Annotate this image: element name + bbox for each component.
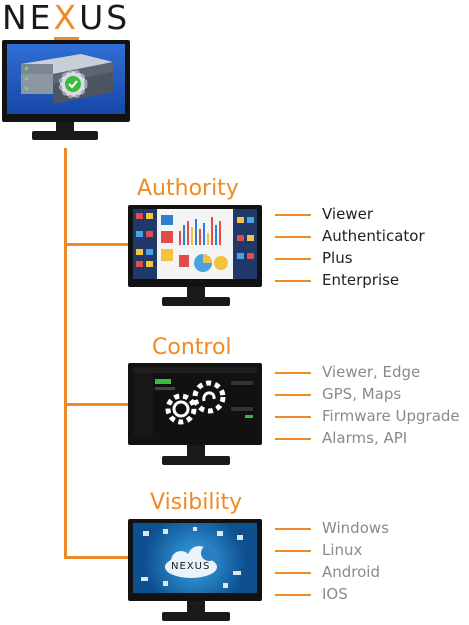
logo-part1: NE [2,0,54,37]
feature-gps-maps: GPS, Maps [322,385,402,403]
feature-authenticator: Authenticator [322,227,425,245]
feature-dash [275,550,311,552]
server-rack-icon [21,54,113,104]
feature-dash [275,214,311,216]
control-monitor-screen [133,367,257,437]
authority-monitor-stand [187,287,205,297]
feature-android: Android [322,563,380,581]
cloud-icon [141,527,243,588]
authority-monitor [128,205,262,287]
feature-plus: Plus [322,249,353,267]
feature-firmware-upgrade: Firmware Upgrade [322,407,460,425]
feature-dash [275,594,311,596]
visibility-monitor-base [162,612,230,621]
section-title-visibility: Visibility [150,490,243,515]
feature-alarms-api: Alarms, API [322,429,408,447]
feature-dash [275,372,311,374]
nexus-logo: NEXUS [2,0,131,40]
feature-dash [275,438,311,440]
dashboard-icon [133,209,257,279]
feature-dash [275,280,311,282]
visibility-screen-logo: NEXUS [171,561,211,572]
feature-enterprise: Enterprise [322,271,400,289]
server-monitor [2,40,130,122]
section-title-authority: Authority [137,176,239,201]
feature-dash [275,394,311,396]
visibility-monitor: NEXUS [128,519,262,601]
logo-part3: US [79,0,131,37]
connector-branch-authority [64,243,130,246]
server-monitor-screen [7,44,125,114]
connector-branch-visibility [64,556,130,559]
authority-monitor-base [162,297,230,306]
feature-dash [275,572,311,574]
gears-icon [133,367,257,437]
feature-dash [275,528,311,530]
server-monitor-base [32,131,98,140]
feature-viewer-edge: Viewer, Edge [322,363,421,381]
feature-dash [275,236,311,238]
feature-linux: Linux [322,541,363,559]
feature-viewer: Viewer [322,205,373,223]
section-title-control: Control [152,335,232,360]
logo-part2: X [53,0,80,40]
control-monitor-base [162,456,230,465]
connector-branch-control [64,403,130,406]
connector-trunk [64,148,67,558]
feature-dash [275,258,311,260]
visibility-monitor-screen: NEXUS [133,523,257,593]
feature-windows: Windows [322,519,389,537]
control-monitor-stand [187,445,205,456]
feature-dash [275,416,311,418]
checkmark-gear-icon [58,69,88,99]
feature-ios: IOS [322,585,348,603]
control-monitor [128,363,262,445]
server-monitor-stand [56,122,74,131]
visibility-monitor-stand [187,601,205,612]
authority-monitor-screen [133,209,257,279]
